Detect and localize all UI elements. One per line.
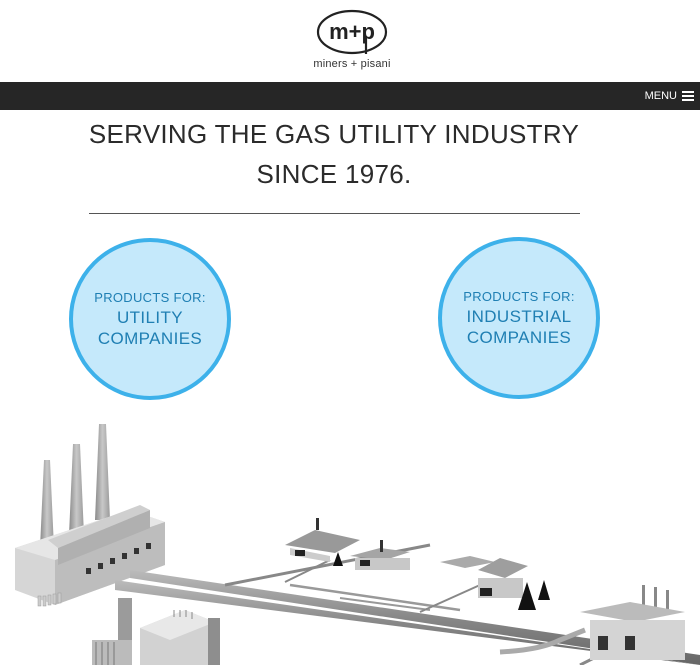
navbar: MENU — [0, 82, 700, 110]
menu-label: MENU — [644, 90, 677, 102]
card-line2: COMPANIES — [97, 328, 203, 348]
gas-infrastructure-illustration — [15, 424, 700, 665]
logo-wordmark: miners + pisani — [313, 58, 391, 70]
card-prefix: PRODUCTS FOR: — [94, 289, 206, 305]
card-prefix: PRODUCTS FOR: — [463, 288, 575, 304]
hero-title: SERVING THE GAS UTILITY INDUSTRY SINCE 1… — [0, 114, 668, 194]
utility-companies-button[interactable]: PRODUCTS FOR: UTILITY COMPANIES — [69, 238, 231, 400]
compressor-station — [580, 585, 685, 660]
hamburger-icon — [682, 91, 694, 101]
card-line1: UTILITY — [116, 307, 184, 327]
divider — [89, 213, 580, 214]
card-line1: INDUSTRIAL — [466, 306, 572, 326]
factory — [15, 424, 165, 607]
pipelines — [115, 543, 700, 665]
card-line2: COMPANIES — [466, 327, 572, 347]
site-header: m+p miners + pisani — [0, 0, 700, 82]
trees — [333, 552, 550, 610]
houses — [285, 518, 528, 598]
refinery — [92, 598, 220, 665]
menu-button[interactable]: MENU — [645, 82, 694, 110]
logo-monogram: m+p — [329, 19, 375, 44]
logo[interactable]: m+p miners + pisani — [282, 6, 422, 74]
industrial-companies-button[interactable]: PRODUCTS FOR: INDUSTRIAL COMPANIES — [438, 237, 600, 399]
hero-title-line2: SINCE 1976. — [256, 159, 412, 189]
hero-title-line1: SERVING THE GAS UTILITY INDUSTRY — [88, 119, 580, 149]
logo-mark-icon: m+p — [316, 9, 388, 55]
